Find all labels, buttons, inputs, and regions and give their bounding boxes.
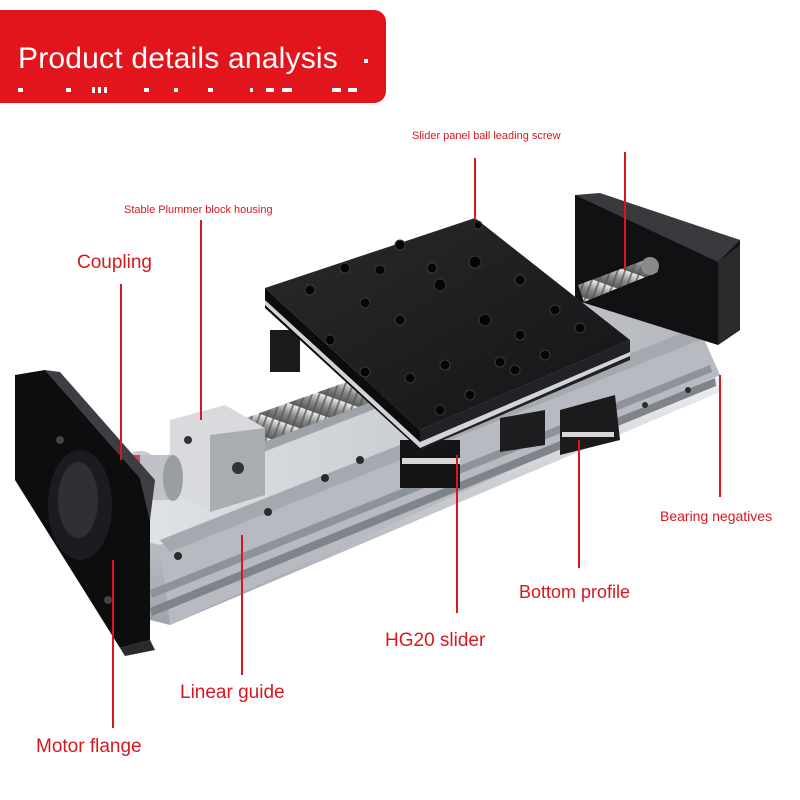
- banner-dot-icon: [364, 59, 368, 63]
- leader-line-bearing: [719, 375, 721, 497]
- ball-screw-left: [240, 370, 390, 448]
- slider-panel-table: [265, 218, 630, 450]
- leader-line-motor-flange: [112, 560, 114, 728]
- leader-line-plummer: [200, 220, 202, 420]
- label-slider-panel: Slider panel ball leading screw: [412, 130, 561, 142]
- label-motor-flange: Motor flange: [36, 736, 142, 757]
- hg20-slider-blocks: [270, 330, 620, 488]
- label-hg20-slider: HG20 slider: [385, 630, 486, 651]
- page-title: Product details analysis: [18, 42, 338, 75]
- label-bottom-profile: Bottom profile: [519, 582, 631, 602]
- leader-line-coupling: [120, 284, 122, 460]
- motor-flange-plate: [15, 370, 155, 656]
- label-coupling: Coupling: [77, 252, 152, 273]
- plummer-block-housing: [170, 405, 265, 512]
- ball-screw-right: [578, 258, 658, 302]
- leader-line-screw: [624, 152, 626, 270]
- header-banner: Product details analysis: [0, 10, 386, 103]
- label-plummer-block: Stable Plummer block housing: [124, 204, 273, 216]
- banner-decoration: [18, 87, 357, 93]
- leader-line-slider: [456, 455, 458, 613]
- leader-line-linear-guide: [241, 535, 243, 675]
- leader-line-bottom-profile: [578, 440, 580, 568]
- label-linear-guide: Linear guide: [180, 682, 285, 703]
- label-bearing: Bearing negatives: [660, 508, 773, 524]
- leader-line-slider-panel: [474, 158, 476, 220]
